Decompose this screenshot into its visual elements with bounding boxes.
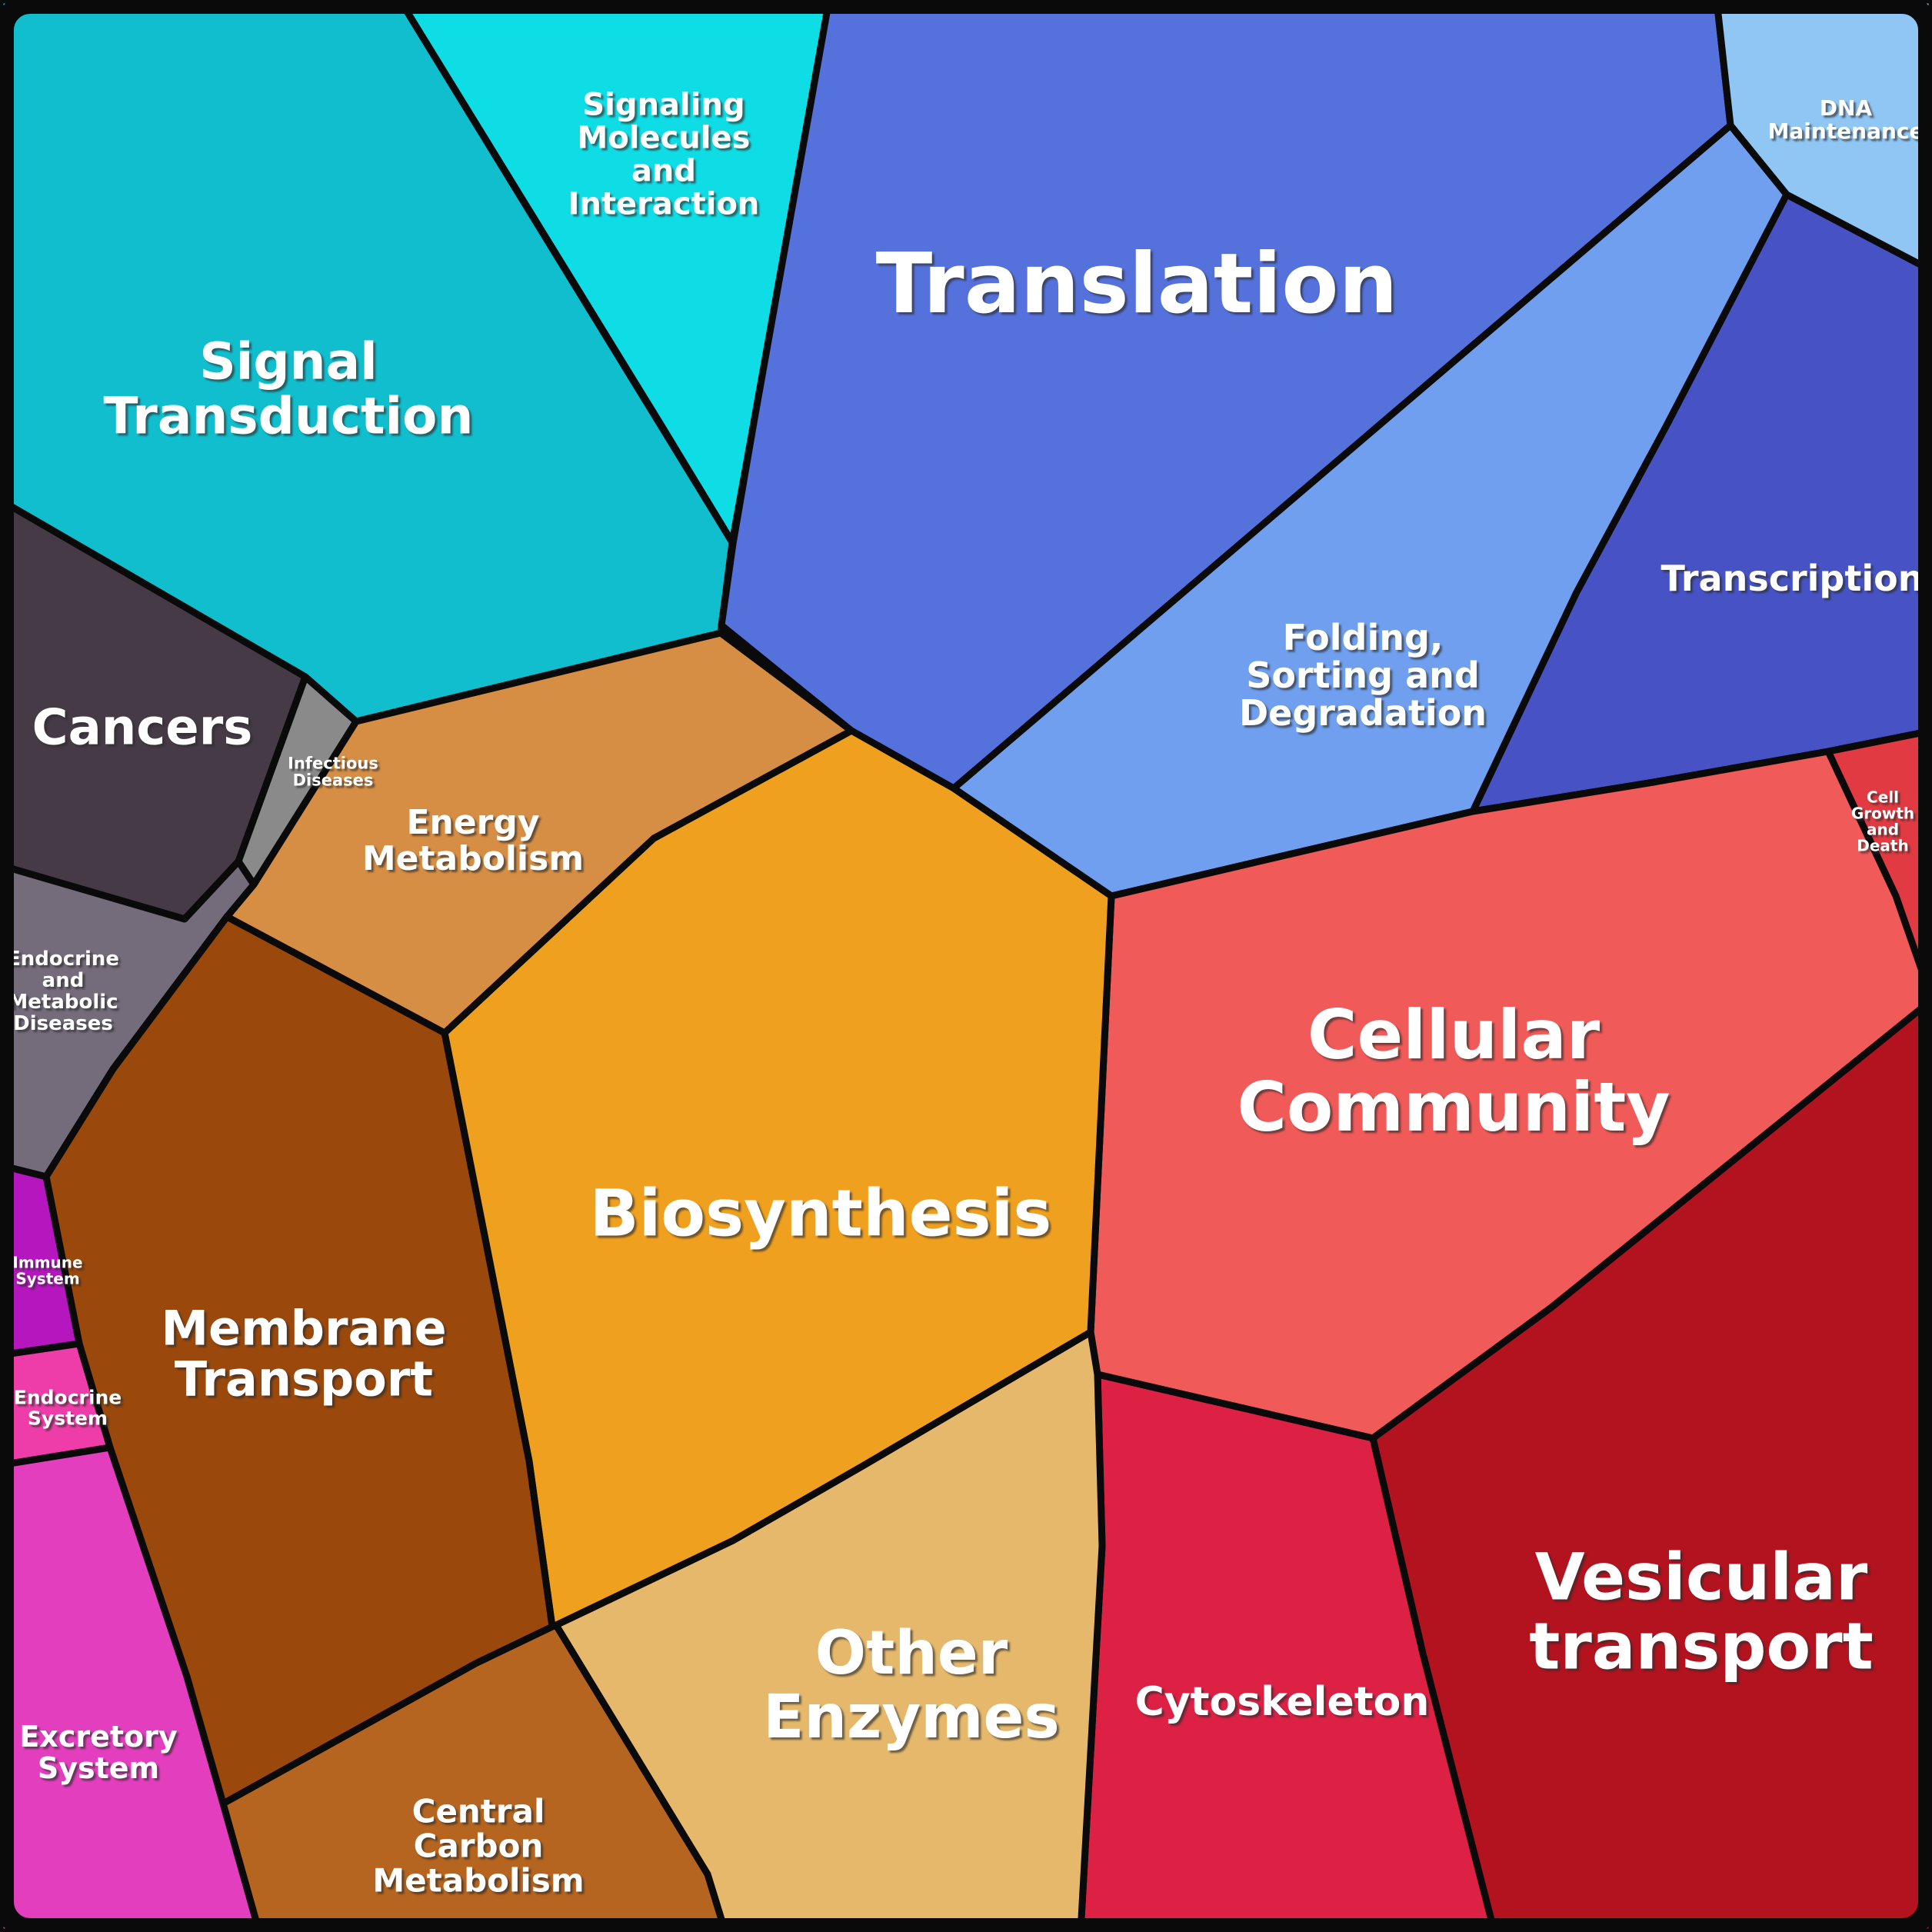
cell-excretory-system[interactable]	[0, 1444, 263, 1932]
